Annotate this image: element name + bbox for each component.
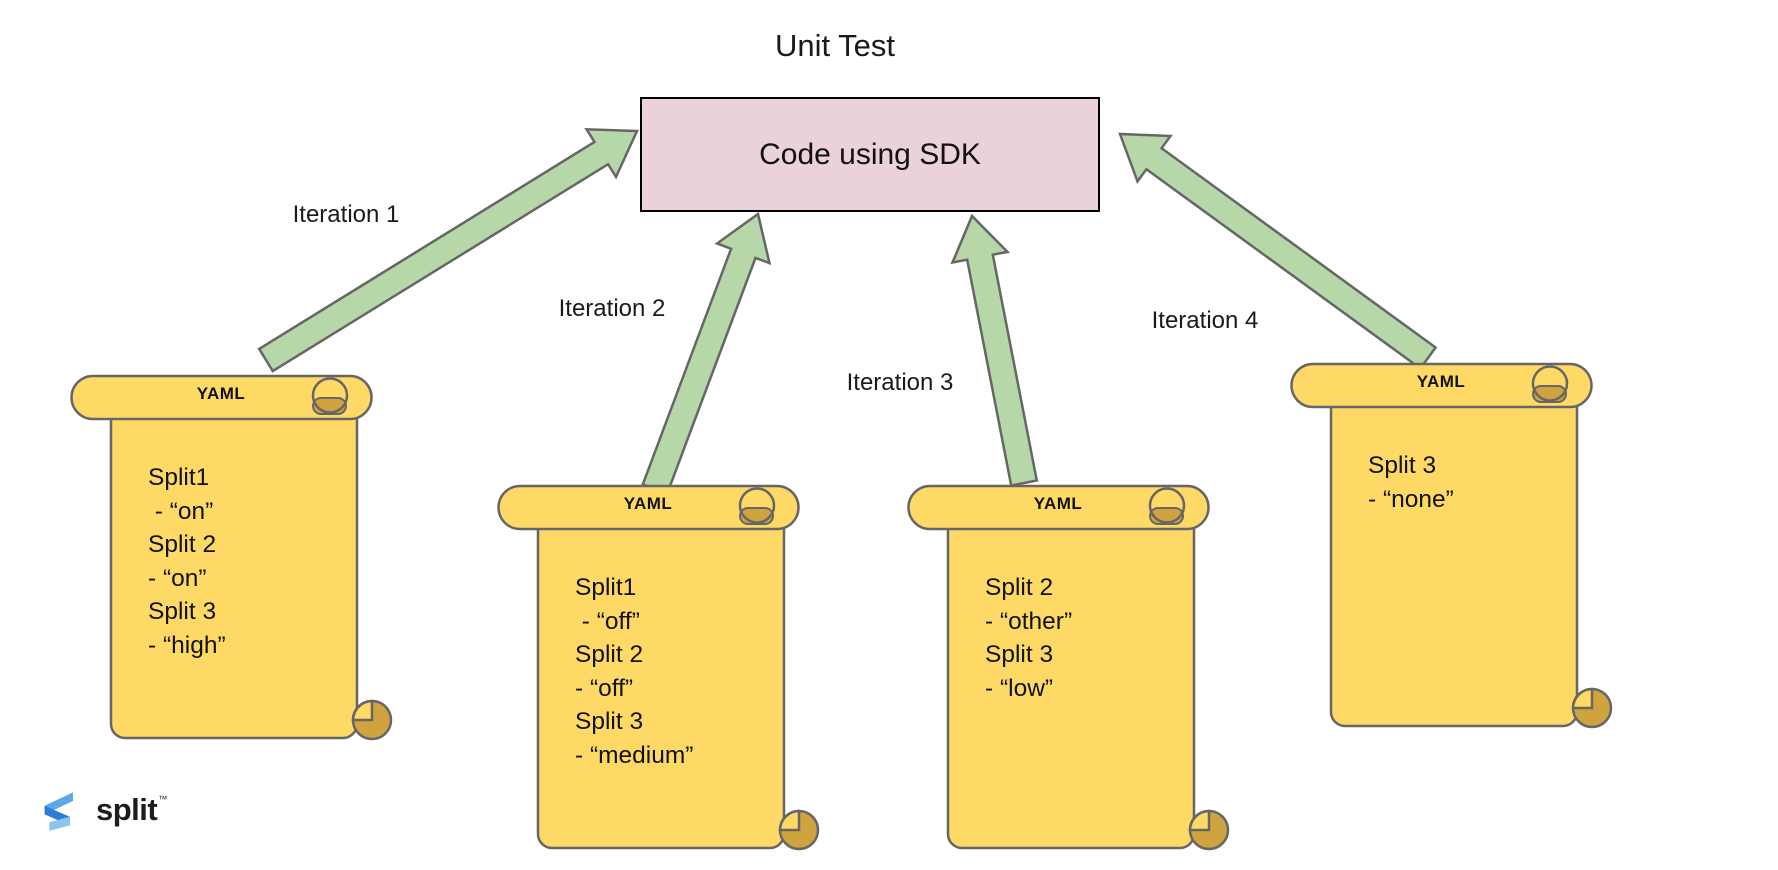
scroll-shape-icon	[1290, 362, 1613, 729]
scroll-3-line: Split 2	[985, 574, 1054, 601]
scroll-shape-icon	[70, 374, 393, 741]
scroll-4-line: Split 3	[1368, 452, 1437, 479]
yaml-scroll-3: YAML Split 2 - “other” Split 3 - “low”	[907, 483, 1239, 855]
scroll-4-content: Split 3 - “none”	[1368, 449, 1454, 516]
scroll-2-header: YAML	[623, 494, 673, 513]
iteration-3-label: Iteration 3	[846, 369, 954, 396]
scroll-1-line: Split 2	[148, 531, 217, 558]
scroll-1-line: - “high”	[148, 631, 226, 659]
iteration-4-arrow-icon	[1118, 132, 1438, 371]
iteration-2-label: Iteration 2	[558, 295, 666, 322]
iteration-1-arrow-icon	[257, 127, 639, 373]
code-using-sdk-label: Code using SDK	[759, 137, 981, 171]
code-using-sdk-box: Code using SDK	[640, 97, 1100, 212]
scroll-1-header: YAML	[196, 384, 246, 403]
split-logo-icon	[44, 792, 73, 831]
trademark-symbol: ™	[158, 794, 167, 804]
scroll-1-line: Split 3	[148, 598, 217, 625]
scroll-3-line: - “other”	[985, 607, 1073, 635]
scroll-2-line: - “off”	[575, 607, 640, 635]
scroll-2-line: Split 3	[575, 708, 644, 735]
scroll-1-line: - “on”	[148, 564, 207, 592]
split-logo-wordmark: split™	[96, 792, 167, 827]
scroll-2-line: - “off”	[575, 674, 634, 702]
iteration-3-arrow-icon	[950, 213, 1039, 487]
scroll-3-header: YAML	[1033, 494, 1083, 513]
scroll-3-line: - “low”	[985, 674, 1054, 702]
scroll-2-content: Split1 - “off” Split 2 - “off” Split 3 -…	[575, 571, 693, 772]
scroll-4-header: YAML	[1416, 372, 1466, 391]
scroll-3-line: Split 3	[985, 641, 1054, 668]
scroll-2-line: Split 2	[575, 641, 644, 668]
diagram-title: Unit Test	[774, 28, 896, 63]
split-logo: split™	[36, 780, 256, 840]
scroll-shape-icon	[907, 484, 1230, 851]
scroll-2-line: - “medium”	[575, 741, 694, 769]
scroll-3-content: Split 2 - “other” Split 3 - “low”	[985, 571, 1072, 705]
scroll-shape-icon	[497, 484, 820, 851]
iteration-1-label: Iteration 1	[292, 201, 400, 228]
scroll-4-line: - “none”	[1368, 485, 1454, 513]
yaml-scroll-1: YAML Split1 - “on” Split 2 - “on” Split …	[70, 373, 402, 745]
yaml-scroll-2: YAML Split1 - “off” Split 2 - “off” Spli…	[497, 483, 829, 855]
scroll-1-line: Split1	[148, 464, 210, 491]
scroll-1-line: - “on”	[148, 497, 214, 525]
scroll-1-content: Split1 - “on” Split 2 - “on” Split 3 - “…	[148, 461, 226, 662]
iteration-2-arrow-icon	[641, 211, 772, 496]
scroll-2-line: Split1	[575, 574, 637, 601]
yaml-scroll-4: YAML Split 3 - “none”	[1290, 361, 1622, 733]
iteration-4-label: Iteration 4	[1151, 307, 1259, 334]
